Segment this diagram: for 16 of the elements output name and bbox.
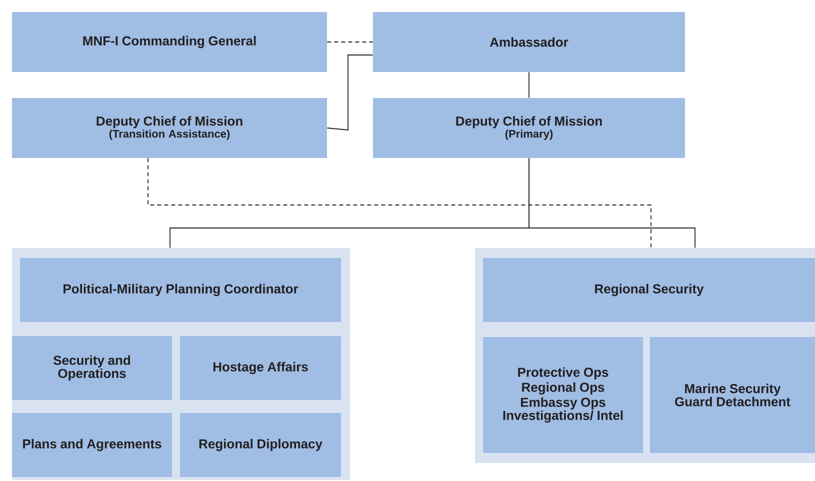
org-box: Regional Security — [483, 258, 815, 322]
connector-line — [528, 72, 530, 98]
connector-line — [326, 54, 374, 130]
org-box: Plans and Agreements — [12, 413, 172, 477]
org-box: Hostage Affairs — [180, 336, 341, 400]
org-box: MNF-I Commanding General — [12, 12, 327, 72]
connector-line — [148, 158, 652, 248]
org-box: Ambassador — [373, 12, 685, 72]
connector-line — [528, 158, 696, 248]
org-box: Protective Ops Regional Ops Embassy Ops Investigations/ Intel — [483, 337, 643, 453]
org-box: Political-Military Planning Coordinator — [20, 258, 341, 322]
org-box: Regional Diplomacy — [180, 413, 341, 477]
org-box: Deputy Chief of Mission (Primary) — [373, 98, 685, 158]
org-box: Deputy Chief of Mission (Transition Assistance) — [12, 98, 327, 158]
org-box: Security and Operations — [12, 336, 172, 400]
org-box: Marine Security Guard Detachment — [650, 337, 815, 453]
